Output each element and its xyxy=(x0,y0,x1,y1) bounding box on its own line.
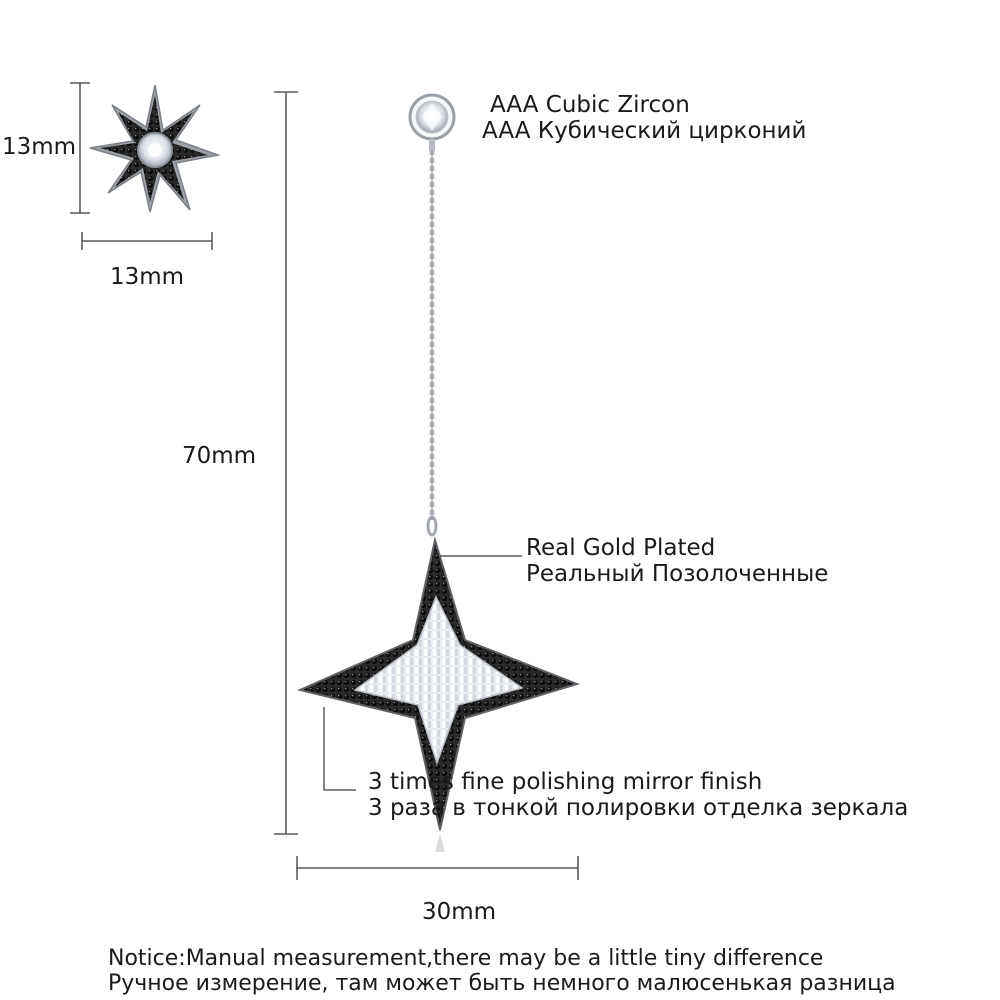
drop-width-label: 30mm xyxy=(422,899,497,925)
pendant-star-inner xyxy=(353,595,524,766)
notice-en: Notice:Manual measurement,there may be a… xyxy=(108,946,824,971)
stud-dimension-lines xyxy=(70,82,213,250)
polish-annotation: 3 times fine polishing mirror finish 3 р… xyxy=(368,769,908,822)
zircon-annotation-ru: AAA Кубический цирконий xyxy=(482,118,807,145)
plating-annotation-ru: Реальный Позолоченные xyxy=(526,561,829,588)
stud-height-label: 13mm xyxy=(2,134,77,160)
leader-lines xyxy=(323,555,522,791)
polish-annotation-ru: 3 раза в тонкой полировки отделка зеркал… xyxy=(368,795,909,822)
zircon-annotation: AAA Cubic Zircon AAA Кубический цирконий xyxy=(482,92,806,145)
polish-annotation-en: 3 times fine polishing mirror finish xyxy=(368,769,763,795)
stud-width-label: 13mm xyxy=(110,264,185,290)
plating-annotation: Real Gold Plated Реальный Позолоченные xyxy=(526,535,828,588)
measurement-notice: Notice:Manual measurement,there may be a… xyxy=(108,946,896,996)
plating-annotation-en: Real Gold Plated xyxy=(526,535,716,561)
stud-earring xyxy=(89,84,221,213)
drop-dimension-lines xyxy=(274,91,579,880)
zircon-annotation-en: AAA Cubic Zircon xyxy=(490,92,690,118)
drop-earring xyxy=(296,93,581,852)
notice-ru: Ручное измерение, там может быть немного… xyxy=(108,970,896,996)
drop-length-label: 70mm xyxy=(182,443,257,469)
